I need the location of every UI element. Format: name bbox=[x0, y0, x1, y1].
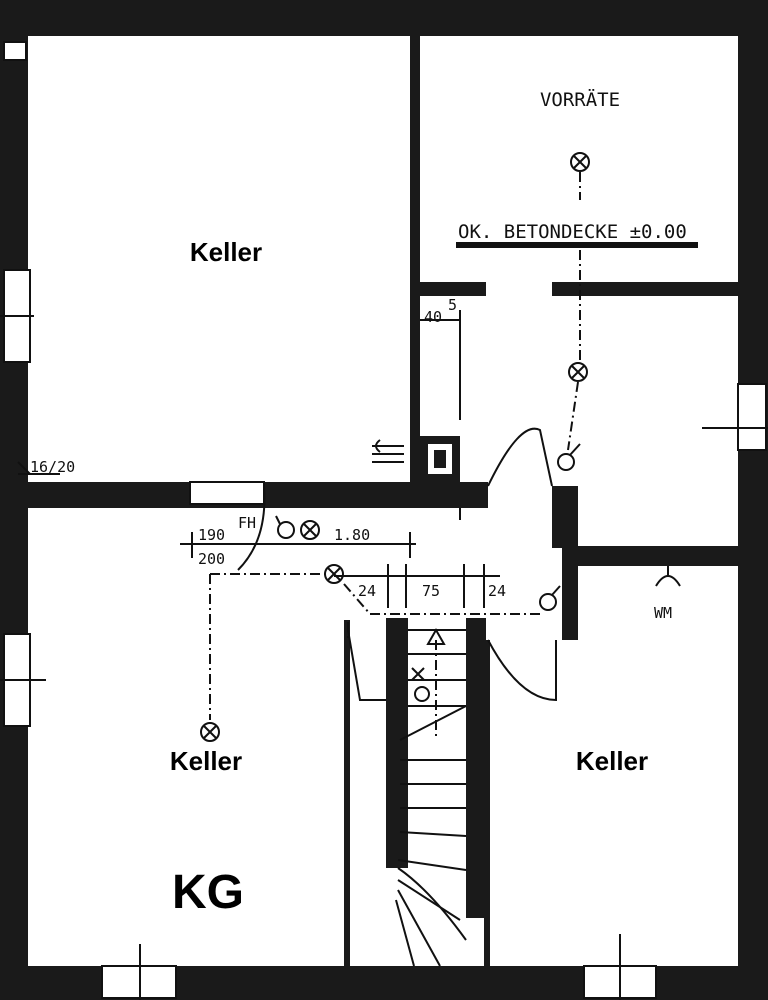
dimension-75: 75 bbox=[422, 582, 440, 600]
door-arc-hall bbox=[487, 427, 553, 487]
betondecke-label: OK. BETONDECKE ±0.00 bbox=[458, 221, 687, 243]
ceiling-light-icon bbox=[200, 722, 220, 742]
windows bbox=[0, 41, 768, 1000]
switch-icon bbox=[539, 585, 561, 611]
dimension-180: 1.80 bbox=[334, 526, 370, 544]
wall-bottom-left-divider bbox=[344, 620, 350, 966]
dimension-200: 200 bbox=[198, 550, 225, 568]
window-size-label: 16/20 bbox=[30, 458, 75, 476]
window-right bbox=[737, 383, 767, 451]
floor-label: KG bbox=[172, 866, 244, 919]
door-stub-stair bbox=[347, 629, 386, 701]
room-label-keller-top-left: Keller bbox=[190, 237, 262, 267]
staircase bbox=[395, 627, 467, 967]
interior-walls bbox=[28, 36, 738, 966]
window-middle-wall bbox=[189, 481, 265, 505]
stair-wall-left bbox=[386, 618, 408, 868]
doors bbox=[237, 310, 557, 702]
switch-icon bbox=[275, 515, 295, 539]
fh-label: FH bbox=[238, 514, 256, 532]
wall-bottom-right-divider bbox=[484, 640, 490, 966]
socket-icon bbox=[372, 439, 404, 463]
dimension-190: 190 bbox=[198, 526, 225, 544]
ceiling-light-icon bbox=[570, 152, 590, 172]
door-arc-left bbox=[237, 485, 266, 571]
room-label-vorraete: VORRÄTE bbox=[540, 88, 620, 111]
dimension-24-left: 24 bbox=[358, 582, 376, 600]
wall-vorraete-left bbox=[420, 282, 486, 296]
room-label-keller-bottom-left: Keller bbox=[170, 746, 242, 776]
wall-vorraete-right bbox=[552, 282, 738, 296]
wall-hall-right-upper bbox=[552, 486, 578, 548]
wall-hall-right-lower bbox=[562, 548, 578, 640]
washing-machine-socket-icon bbox=[655, 566, 681, 587]
wall-center-vertical bbox=[410, 36, 420, 488]
room-label-keller-bottom-right: Keller bbox=[576, 746, 648, 776]
wall-right bbox=[738, 0, 768, 1000]
wall-thickness-label: 40 bbox=[424, 308, 442, 326]
electrical bbox=[200, 152, 681, 742]
door-arc-right bbox=[487, 639, 557, 702]
ceiling-light-icon bbox=[324, 564, 344, 584]
switch-icon bbox=[557, 443, 581, 471]
wall-thickness-superscript: 5 bbox=[448, 296, 457, 314]
window-top-left bbox=[3, 41, 27, 61]
betondecke-underline bbox=[456, 242, 698, 248]
stair-arrow-icon bbox=[426, 627, 446, 645]
ceiling-light-icon bbox=[568, 362, 588, 382]
chimney-flue-inner bbox=[434, 450, 446, 468]
wm-label: WM bbox=[654, 604, 672, 622]
wall-top bbox=[0, 0, 768, 36]
dimension-lines bbox=[17, 461, 500, 608]
dimension-24-right: 24 bbox=[488, 582, 506, 600]
wall-right-middle bbox=[578, 546, 738, 566]
stair-wall-right bbox=[466, 618, 486, 918]
ceiling-light-icon bbox=[300, 520, 320, 540]
wall-left bbox=[0, 0, 28, 1000]
